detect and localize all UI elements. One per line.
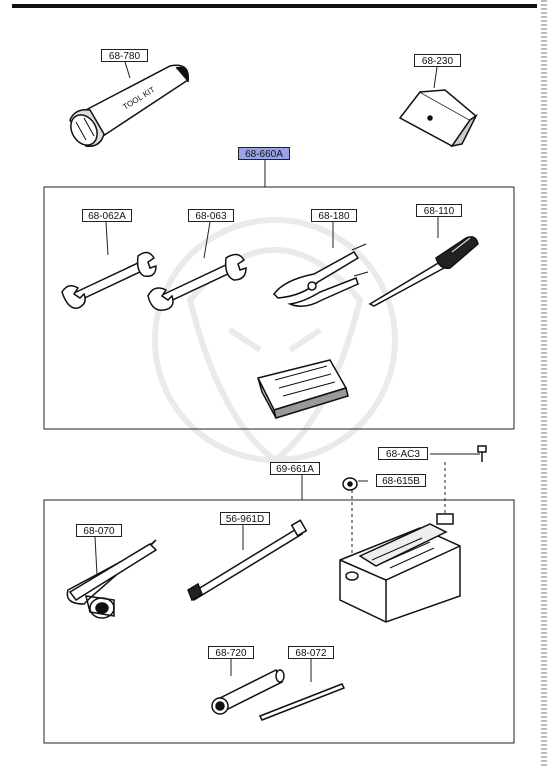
label-68-070[interactable]: 68-070 bbox=[76, 524, 122, 537]
jack-drawing bbox=[339, 513, 461, 623]
label-68-072[interactable]: 68-072 bbox=[288, 646, 334, 659]
box-wrench-drawing bbox=[66, 539, 158, 619]
jack-tool-box bbox=[43, 499, 515, 744]
screwdriver-drawing bbox=[368, 236, 479, 307]
label-68-062A[interactable]: 68-062A bbox=[82, 209, 132, 222]
label-68-110[interactable]: 68-110 bbox=[416, 204, 462, 217]
watermark-emblem bbox=[152, 217, 398, 464]
label-68-230[interactable]: 68-230 bbox=[414, 54, 461, 67]
wrench-large-drawing bbox=[147, 253, 247, 311]
tool-roll-drawing: TOOL KIT bbox=[69, 64, 189, 147]
label-68-660A[interactable]: 68-660A bbox=[238, 147, 290, 160]
label-68-720[interactable]: 68-720 bbox=[208, 646, 254, 659]
pliers-drawing bbox=[273, 243, 369, 307]
wing-nut-drawing bbox=[342, 477, 358, 491]
wheel-chock-drawing bbox=[398, 89, 478, 148]
rod-drawing bbox=[258, 683, 346, 721]
label-68-AC3[interactable]: 68-AC3 bbox=[378, 447, 428, 460]
tool-bag-drawing bbox=[256, 359, 349, 419]
jack-handle-drawing bbox=[187, 519, 308, 602]
socket-wrench-drawing bbox=[211, 668, 285, 715]
tool-set-box bbox=[43, 186, 515, 430]
label-68-615B[interactable]: 68-615B bbox=[376, 474, 426, 487]
top-rule bbox=[12, 4, 537, 8]
wrench-small-drawing bbox=[61, 251, 157, 309]
label-69-661A[interactable]: 69-661A bbox=[270, 462, 320, 475]
page-edge-scanline bbox=[541, 0, 547, 768]
label-68-780[interactable]: 68-780 bbox=[101, 49, 148, 62]
bolt-drawing bbox=[477, 445, 487, 462]
label-68-063[interactable]: 68-063 bbox=[188, 209, 234, 222]
label-56-961D[interactable]: 56-961D bbox=[220, 512, 270, 525]
label-68-180[interactable]: 68-180 bbox=[311, 209, 357, 222]
